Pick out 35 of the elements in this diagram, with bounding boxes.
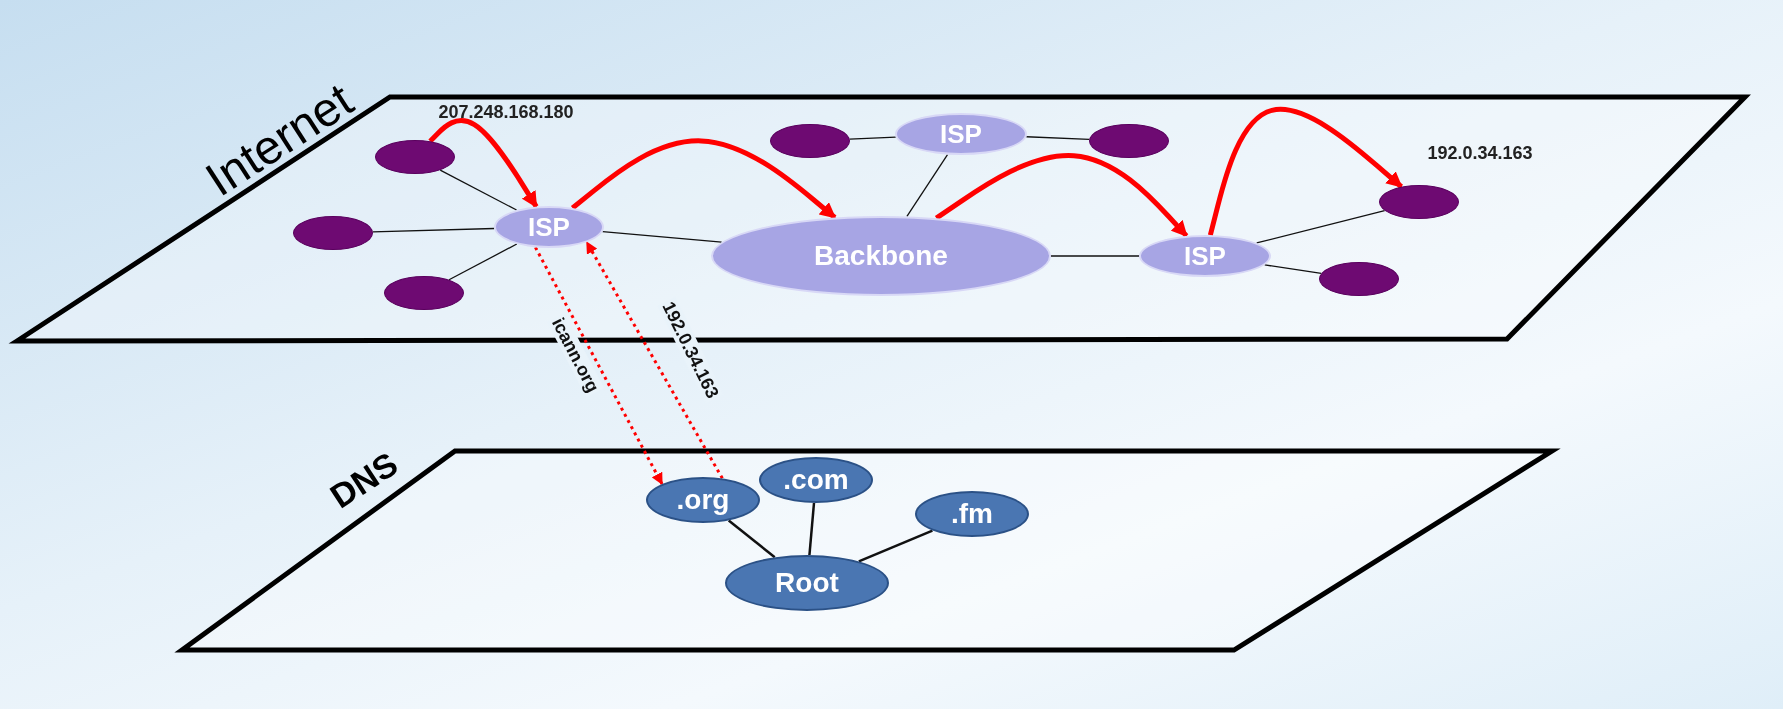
connector-line [1025, 136, 1090, 140]
node-label: .fm [951, 500, 993, 528]
node-label: Backbone [814, 242, 948, 270]
connector-line [439, 169, 518, 211]
node-label: ISP [1184, 243, 1226, 269]
node-label: ISP [940, 121, 982, 147]
ip-address-label: 192.0.34.163 [1427, 144, 1533, 162]
arrow [934, 153, 1189, 238]
arrow [534, 246, 664, 486]
connector-line [849, 136, 897, 140]
node-label: ISP [528, 214, 570, 240]
ellipse-node [1139, 235, 1271, 277]
connector-line [727, 519, 776, 559]
arrow [1207, 106, 1403, 236]
ip-address-label: 207.248.168.180 [438, 103, 574, 121]
host-ellipse [1089, 124, 1169, 158]
connector-line [1050, 255, 1140, 257]
host-ellipse [1379, 185, 1459, 219]
connector-line [372, 227, 495, 233]
connector-line [601, 231, 723, 243]
connector-line [858, 529, 933, 563]
arrow [570, 138, 837, 220]
connector-line [1256, 210, 1386, 244]
node-label: .org [676, 486, 730, 514]
node-label: Root [775, 569, 839, 597]
plane-title: DNS [324, 446, 404, 514]
node-label: .com [783, 466, 849, 494]
connector-line [448, 243, 518, 281]
ellipse-node [646, 477, 760, 523]
connector-line [906, 153, 949, 218]
arrow [585, 241, 724, 480]
arrow [428, 118, 539, 208]
ellipse-node [759, 457, 873, 503]
connector-line [808, 502, 816, 556]
connector-line [1264, 264, 1322, 274]
